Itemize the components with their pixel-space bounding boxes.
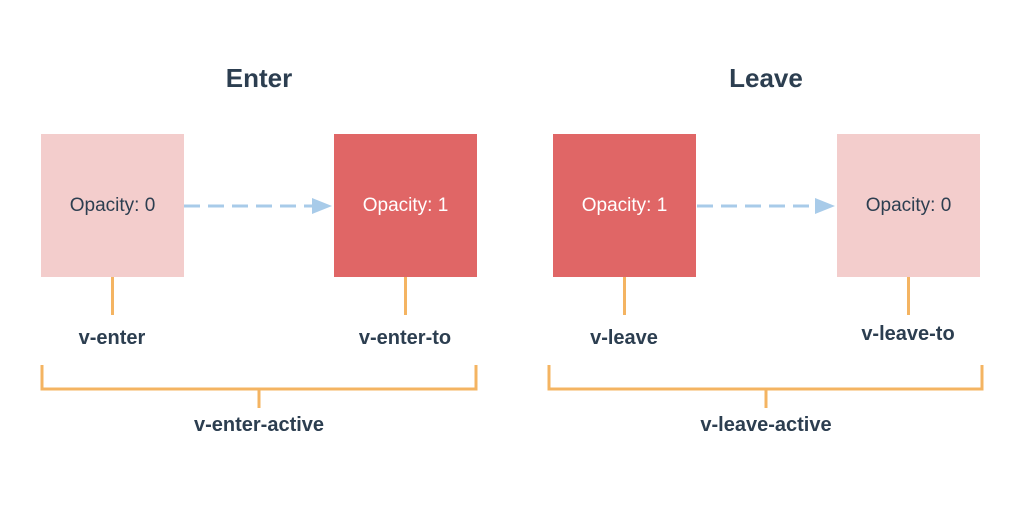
- leave-start-box-label: Opacity: 1: [581, 194, 668, 216]
- v-enter-label: v-enter: [78, 327, 146, 349]
- enter-end-box: Opacity: 1: [334, 134, 477, 277]
- v-leave-active-label: v-leave-active: [700, 414, 832, 436]
- leave-end-box-label: Opacity: 0: [865, 194, 952, 216]
- enter-start-tick: [111, 277, 114, 315]
- enter-start-box-label: Opacity: 0: [69, 194, 156, 216]
- enter-arrow: [184, 198, 332, 214]
- v-enter-to-label: v-enter-to: [358, 327, 452, 349]
- v-enter-active-label: v-enter-active: [193, 414, 325, 436]
- leave-heading: Leave: [729, 63, 803, 93]
- leave-end-box: Opacity: 0: [837, 134, 980, 277]
- enter-start-box: Opacity: 0: [41, 134, 184, 277]
- v-leave-to-label: v-leave-to: [861, 323, 955, 345]
- enter-active-bracket: [40, 365, 478, 408]
- leave-start-tick: [623, 277, 626, 315]
- enter-end-tick: [404, 277, 407, 315]
- leave-active-bracket: [547, 365, 984, 408]
- v-leave-label: v-leave: [590, 327, 658, 349]
- leave-start-box: Opacity: 1: [553, 134, 696, 277]
- leave-end-tick: [907, 277, 910, 315]
- enter-heading: Enter: [225, 63, 293, 93]
- leave-arrow: [697, 198, 835, 214]
- enter-end-box-label: Opacity: 1: [362, 194, 449, 216]
